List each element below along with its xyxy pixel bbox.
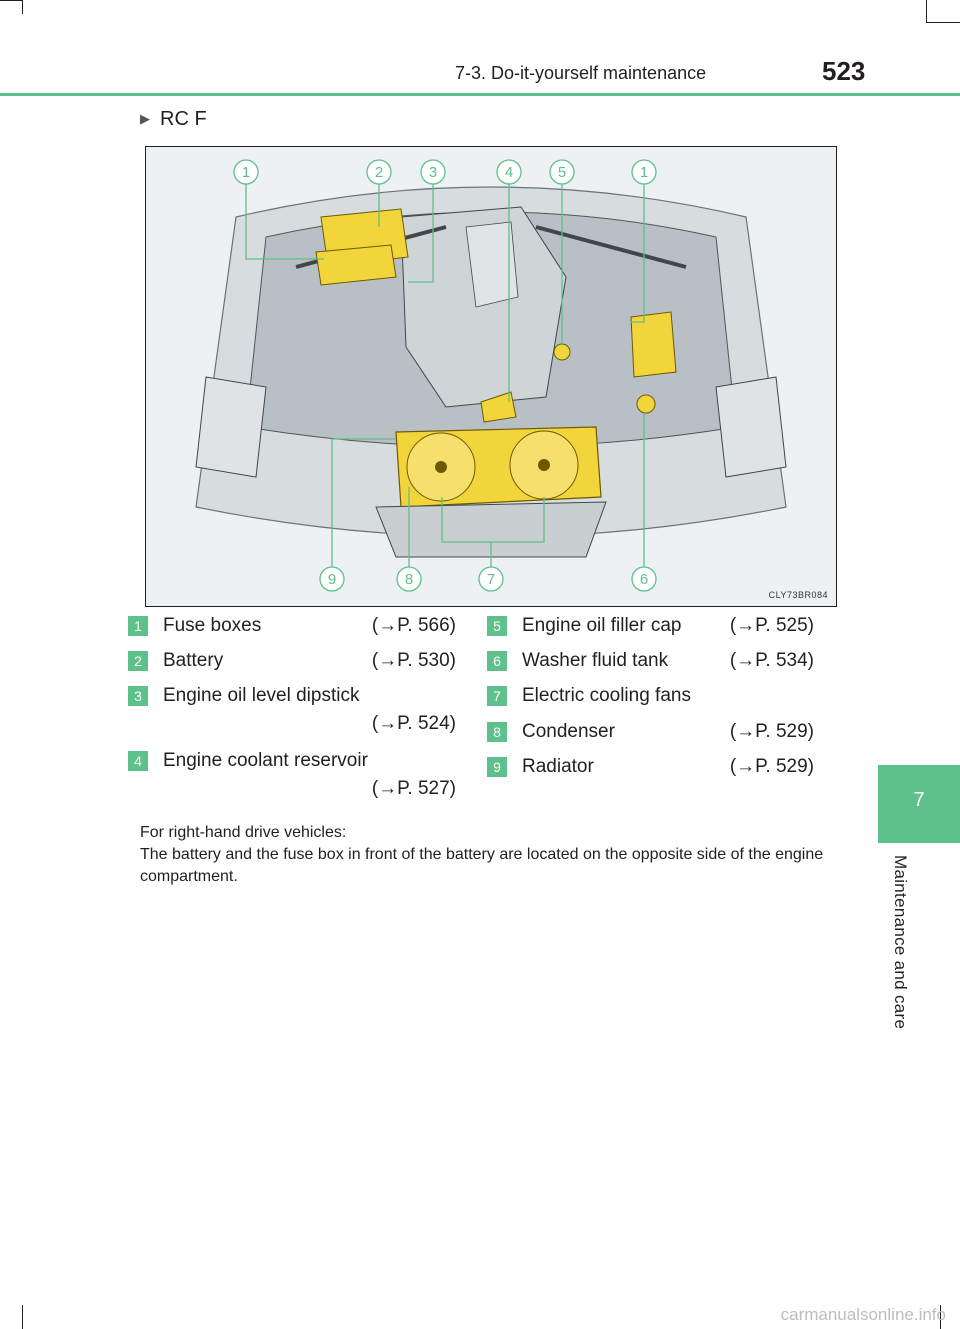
callout-7: 7 xyxy=(487,571,495,588)
legend-page-ref[interactable]: (→P. 527) xyxy=(371,778,456,799)
legend-page-ref[interactable]: (→P. 534) xyxy=(729,650,814,671)
legend-label: Engine coolant reservoir xyxy=(163,750,368,771)
legend-number: 8 xyxy=(487,722,507,742)
chapter-title: Maintenance and care xyxy=(891,855,910,1030)
callout-9: 9 xyxy=(328,571,336,588)
legend-number: 3 xyxy=(128,686,148,706)
note-heading: For right-hand drive vehicles: xyxy=(140,824,347,841)
legend-item-cooling-fans: 7 Electric cooling fans xyxy=(487,685,814,715)
page-header: 7-3. Do-it-yourself maintenance 523 xyxy=(0,0,960,100)
callout-3: 3 xyxy=(429,164,437,181)
legend-label: Condenser xyxy=(522,721,615,742)
rhd-note: For right-hand drive vehicles: The batte… xyxy=(140,822,840,888)
crop-mark xyxy=(926,0,927,22)
chapter-number: 7 xyxy=(913,789,925,811)
legend-number: 4 xyxy=(128,751,148,771)
legend-number: 1 xyxy=(128,616,148,636)
engine-illustration: 1 2 3 4 5 1 9 8 7 6 xyxy=(146,147,836,606)
legend-item-dipstick: 3 Engine oil level dipstick (→P. 524) xyxy=(128,685,456,743)
legend-label: Washer fluid tank xyxy=(522,650,669,671)
legend-item-radiator: 9 Radiator (→P. 529) xyxy=(487,756,814,786)
figure-code: CLY73BR084 xyxy=(768,590,828,600)
callout-1: 1 xyxy=(242,164,250,181)
chapter-tab[interactable]: 7 xyxy=(878,765,960,843)
legend-item-coolant-reservoir: 4 Engine coolant reservoir (→P. 527) xyxy=(128,750,456,808)
crop-mark xyxy=(0,0,22,1)
crop-mark xyxy=(22,1305,23,1329)
triangle-bullet-icon: ▶ xyxy=(140,111,150,126)
legend-page-ref[interactable]: (→P. 525) xyxy=(729,615,814,636)
legend-number: 2 xyxy=(128,651,148,671)
legend-number: 7 xyxy=(487,686,507,706)
legend-number: 5 xyxy=(487,616,507,636)
callout-8: 8 xyxy=(405,571,413,588)
legend-label: Battery xyxy=(163,650,224,671)
legend-page-ref[interactable]: (→P. 566) xyxy=(371,615,456,636)
model-subtitle: ▶ RC F xyxy=(140,108,207,131)
legend-page-ref[interactable]: (→P. 524) xyxy=(371,713,456,734)
legend-label: Engine oil filler cap xyxy=(522,615,682,636)
crop-mark xyxy=(940,1305,941,1329)
legend-page-ref[interactable]: (→P. 529) xyxy=(729,721,814,742)
legend-item-condenser: 8 Condenser (→P. 529) xyxy=(487,721,814,751)
crop-mark xyxy=(926,22,960,23)
legend-item-washer-fluid: 6 Washer fluid tank (→P. 534) xyxy=(487,650,814,680)
legend-item-fuse-boxes: 1 Fuse boxes (→P. 566) xyxy=(128,615,456,645)
legend-label: Fuse boxes xyxy=(163,615,262,636)
legend-number: 9 xyxy=(487,757,507,777)
legend-item-battery: 2 Battery (→P. 530) xyxy=(128,650,456,680)
legend-item-oil-filler-cap: 5 Engine oil filler cap (→P. 525) xyxy=(487,615,814,645)
header-rule xyxy=(0,93,960,96)
callout-5: 5 xyxy=(558,164,566,181)
callout-4: 4 xyxy=(505,164,513,181)
callout-1-right: 1 xyxy=(640,164,648,181)
page-number: 523 xyxy=(822,56,866,86)
crop-mark xyxy=(22,0,23,14)
legend-page-ref[interactable]: (→P. 530) xyxy=(371,650,456,671)
subtitle-text: RC F xyxy=(160,108,207,130)
legend-page-ref[interactable]: (→P. 529) xyxy=(729,756,814,777)
callout-6: 6 xyxy=(640,571,648,588)
legend-label: Radiator xyxy=(522,756,594,777)
callout-2: 2 xyxy=(375,164,383,181)
note-body: The battery and the fuse box in front of… xyxy=(140,846,824,885)
legend-number: 6 xyxy=(487,651,507,671)
legend-label: Engine oil level dipstick xyxy=(163,685,360,706)
footer-watermark: carmanualsonline.info xyxy=(780,1305,946,1324)
section-title: 7-3. Do-it-yourself maintenance xyxy=(455,63,707,83)
legend-label: Electric cooling fans xyxy=(522,685,691,706)
engine-compartment-figure: 1 2 3 4 5 1 9 8 7 6 CLY73BR084 xyxy=(145,146,837,607)
